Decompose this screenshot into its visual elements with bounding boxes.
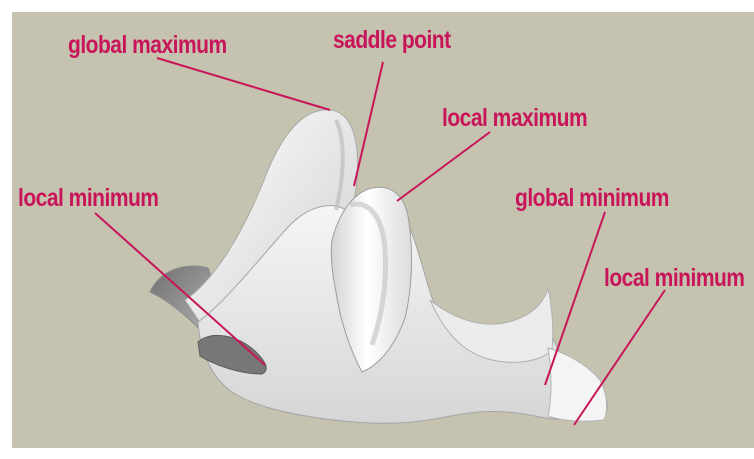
label-local-minimum-left: local minimum (18, 186, 158, 211)
surface-right-lip (548, 348, 607, 421)
label-global-maximum: global maximum (68, 33, 227, 58)
leader-line-saddle-point (354, 62, 383, 186)
label-global-minimum: global minimum (515, 186, 669, 211)
leader-line-global-maximum (157, 58, 330, 110)
leader-line-local-minimum-right (574, 290, 665, 425)
label-local-minimum-right: local minimum (604, 266, 744, 291)
label-local-maximum: local maximum (442, 106, 587, 131)
label-saddle-point: saddle point (333, 28, 451, 53)
leader-line-local-maximum (397, 132, 490, 201)
